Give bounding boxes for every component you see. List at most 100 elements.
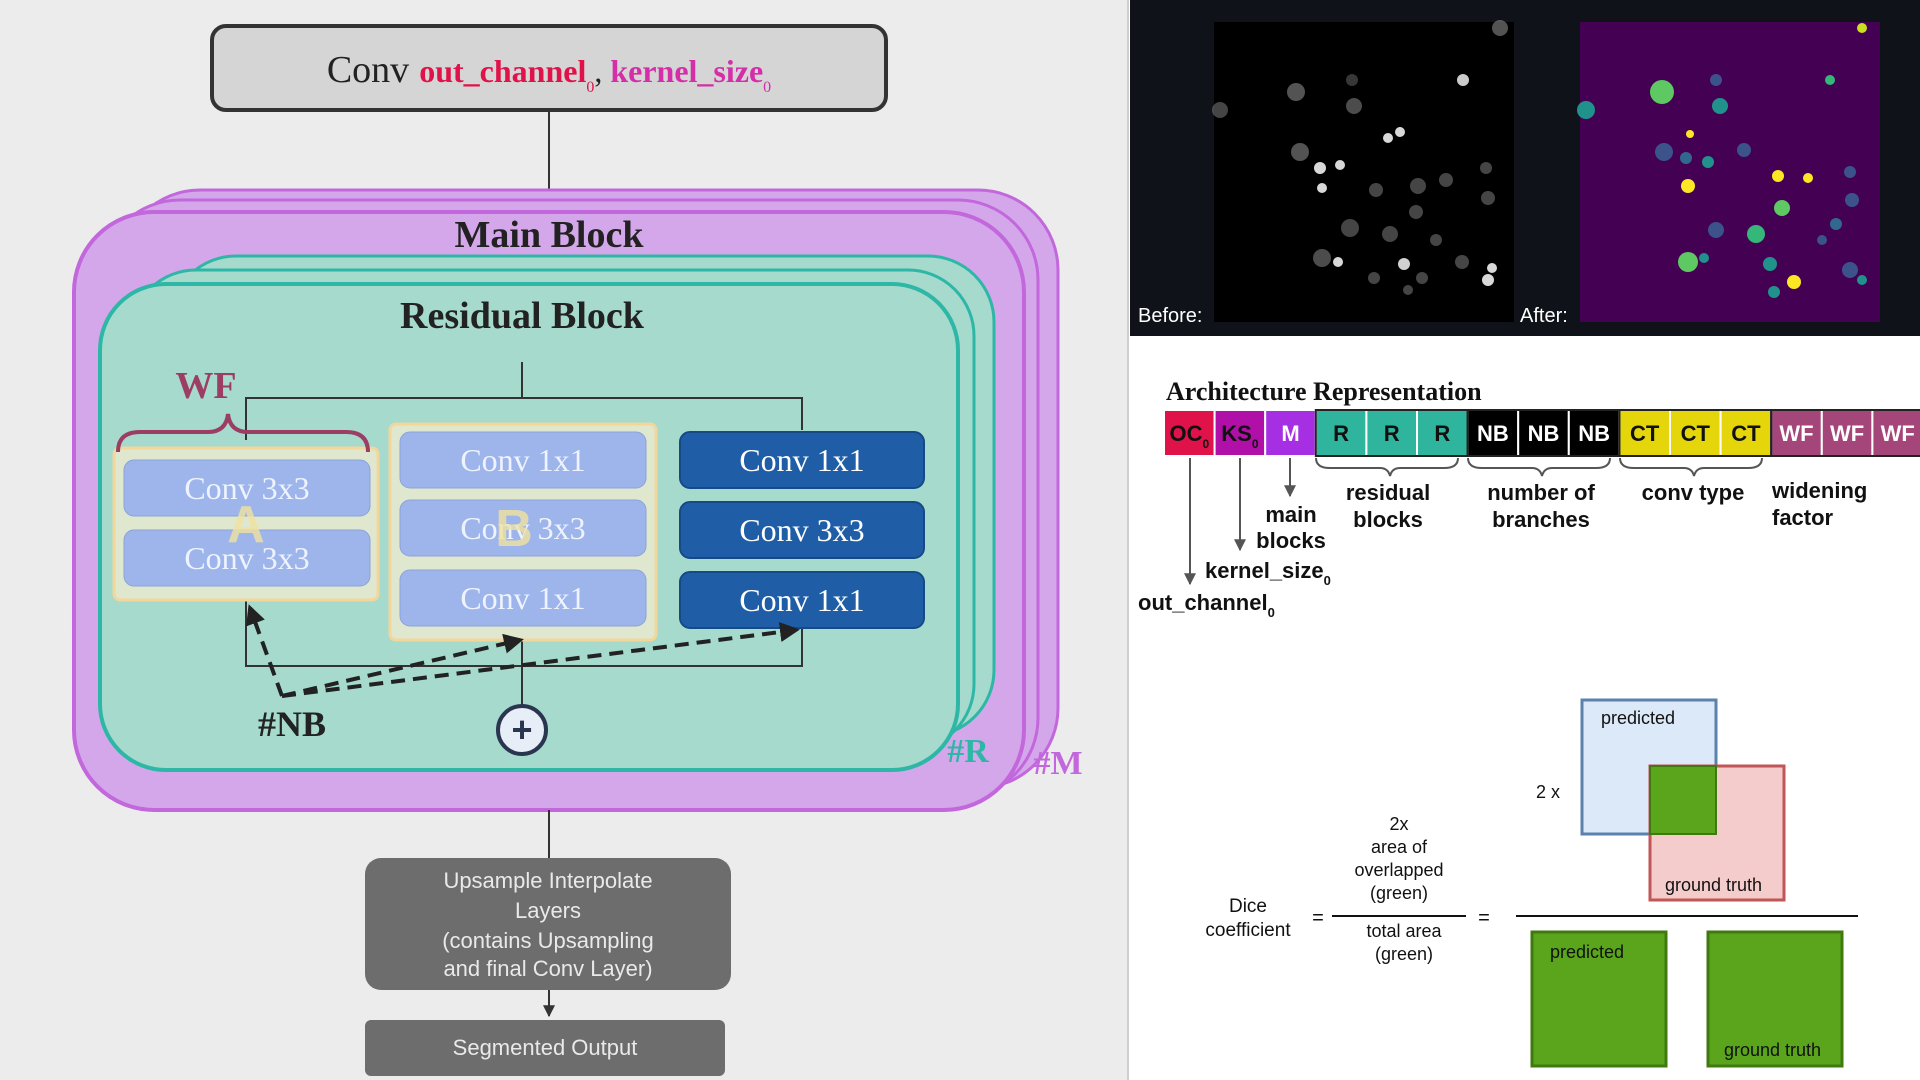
token-label: NB <box>1578 421 1610 446</box>
token-nb-8: NB <box>1567 409 1621 457</box>
after-segments <box>1577 23 1867 298</box>
ground-truth-label-top: ground truth <box>1665 875 1762 895</box>
branch-a-conv-1-label: Conv 3x3 <box>184 470 309 506</box>
token-label: WF <box>1881 421 1915 446</box>
equals-1: = <box>1312 907 1324 929</box>
token-label: R <box>1434 421 1450 446</box>
overlap-area <box>1649 765 1717 835</box>
ground-truth-label-bottom: ground truth <box>1724 1040 1821 1060</box>
branch-c-conv-1 <box>679 431 925 489</box>
upsample-line-2: Layers <box>515 898 581 923</box>
dice-coefficient-figure: Dice coefficient = 2x area of overlapped… <box>1205 698 1858 1068</box>
branch-b-conv-3 <box>399 569 647 627</box>
branches-label-2: branches <box>1492 507 1590 532</box>
branch-c-conv-3 <box>679 571 925 629</box>
token-cell <box>1365 409 1419 457</box>
token-wf-13: WF <box>1820 409 1874 457</box>
token-label: WF <box>1779 421 1813 446</box>
widening-label-1: widening <box>1771 478 1867 503</box>
numerator-3: overlapped <box>1354 860 1443 880</box>
main-label-2: blocks <box>1256 528 1326 553</box>
widening-label-2: factor <box>1772 505 1834 530</box>
token-label: NB <box>1528 421 1560 446</box>
out-channel-label: out_channel0 <box>1138 590 1275 620</box>
token-label: OC0 <box>1169 421 1209 451</box>
token-cell <box>1264 409 1317 457</box>
token-ks-1: KS0 <box>1213 409 1267 457</box>
after-label: After: <box>1520 305 1568 327</box>
token-r-4: R <box>1365 409 1419 457</box>
branch-c-conv-1-label: Conv 1x1 <box>739 442 864 478</box>
dice-label-2: coefficient <box>1205 920 1291 941</box>
branches-brace <box>1467 457 1611 477</box>
residual-label-2: blocks <box>1353 507 1423 532</box>
kernel-label: kernel_size0 <box>1205 558 1331 588</box>
branch-b-conv-2-label: Conv 3x3 <box>460 510 585 546</box>
segmentation-example: Before: After: <box>1130 0 1920 336</box>
ground-truth-total <box>1706 930 1844 1068</box>
r-label: #R <box>947 733 989 770</box>
nb-arrow-c <box>281 622 800 698</box>
m-label: #M <box>1033 745 1082 782</box>
token-ct-10: CT <box>1669 409 1722 457</box>
token-r-3: R <box>1314 409 1368 457</box>
predicted-label-bottom: predicted <box>1550 942 1624 962</box>
upsample-line-1: Upsample Interpolate <box>443 868 652 893</box>
residual-brace <box>1315 457 1459 477</box>
token-oc-0: OC0 <box>1163 409 1216 457</box>
token-label: KS0 <box>1221 421 1259 451</box>
conv-brace <box>1619 457 1763 477</box>
branches-label-1: number of <box>1487 480 1595 505</box>
token-label: R <box>1333 421 1349 446</box>
wf-label: WF <box>175 365 236 407</box>
token-wf-14: WF <box>1871 409 1920 457</box>
upsample-line-4: and final Conv Layer) <box>443 956 652 981</box>
add-node <box>496 704 548 756</box>
numerator-4: (green) <box>1370 883 1428 903</box>
before-image <box>1214 22 1514 322</box>
nb-arrow-a <box>246 604 284 697</box>
conv-type-label: conv type <box>1642 480 1745 505</box>
nb-arrow-b <box>281 633 524 698</box>
plus-icon: + <box>511 709 532 750</box>
before-nuclei <box>1212 20 1508 295</box>
main-block-title: Main Block <box>455 214 645 256</box>
main-label-1: main <box>1265 502 1316 527</box>
token-nb-7: NB <box>1517 409 1570 457</box>
dice-label-1: Dice <box>1229 896 1267 917</box>
denominator-2: (green) <box>1375 944 1433 964</box>
segmented-output-label: Segmented Output <box>453 1035 638 1060</box>
token-wf-12: WF <box>1770 409 1823 457</box>
token-cell <box>1669 409 1722 457</box>
branch-b-conv-3-label: Conv 1x1 <box>460 580 585 616</box>
token-m-2: M <box>1264 409 1317 457</box>
branch-a-conv-2-label: Conv 3x3 <box>184 540 309 576</box>
numerator-2: area of <box>1371 837 1428 857</box>
token-label: CT <box>1630 421 1660 446</box>
arch-title: Architecture Representation <box>1166 377 1482 406</box>
token-label: R <box>1384 421 1400 446</box>
token-ct-9: CT <box>1618 409 1672 457</box>
branch-c-conv-3-label: Conv 1x1 <box>739 582 864 618</box>
token-label: M <box>1281 421 1299 446</box>
branch-a-conv-2 <box>123 529 371 587</box>
wf-brace <box>116 413 370 453</box>
branch-c-conv-2 <box>679 501 925 559</box>
branch-b-letter: B <box>495 500 533 558</box>
branch-a-conv-1 <box>123 459 371 517</box>
split-bar <box>245 397 803 440</box>
token-cell <box>1719 409 1773 457</box>
token-r-5: R <box>1416 409 1469 457</box>
token-label: WF <box>1830 421 1864 446</box>
token-group-outline <box>1770 409 1920 457</box>
before-label: Before: <box>1138 305 1202 327</box>
two-x-label: 2 x <box>1536 782 1560 802</box>
denominator-1: total area <box>1366 921 1442 941</box>
upsample-box <box>365 858 731 990</box>
token-label: CT <box>1681 421 1711 446</box>
branch-a-letter: A <box>227 496 265 554</box>
